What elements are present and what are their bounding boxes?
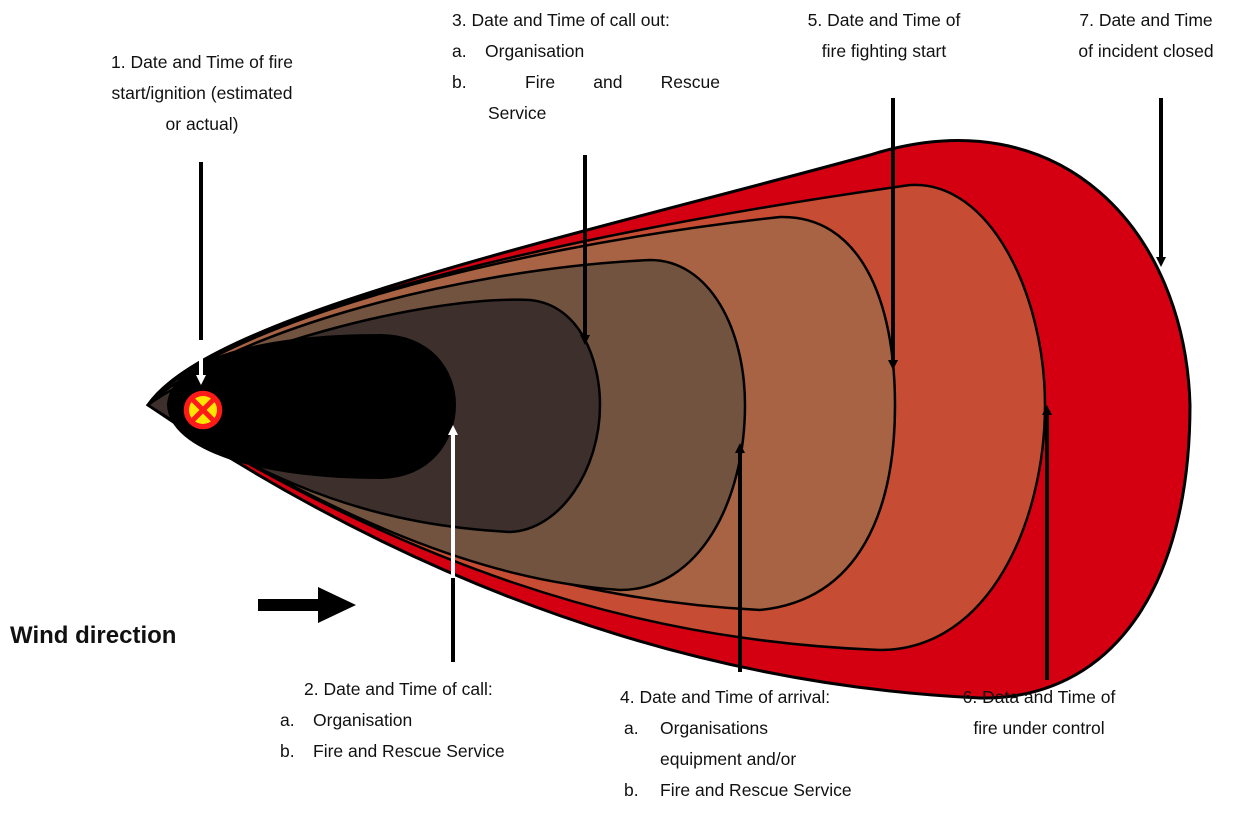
label-call: 2. Date and Time of call: a. Organisatio…	[280, 674, 580, 767]
wind-direction-label: Wind direction	[10, 622, 176, 650]
label-fire-under-control: 6. Data and Time of fire under control	[925, 682, 1153, 744]
label-arrival-item-a: a. Organisations	[624, 713, 914, 744]
list-marker: a.	[624, 713, 660, 744]
label-line: fire fighting start	[770, 36, 998, 67]
list-text-word: and	[593, 67, 622, 98]
label-arrival-item-b: b. Fire and Rescue Service	[624, 775, 914, 806]
label-ignition-line: or actual)	[72, 109, 332, 140]
list-text-continuation: Service	[452, 98, 732, 129]
list-marker: a.	[280, 705, 313, 736]
list-marker: a.	[452, 36, 485, 67]
label-call-item-a: a. Organisation	[280, 705, 580, 736]
label-ignition: 1. Date and Time of fire start/ignition …	[72, 47, 332, 140]
list-text: Fire and Rescue Service	[313, 736, 505, 767]
label-incident-closed: 7. Date and Time of incident closed	[1052, 5, 1240, 67]
wind-arrow-icon	[258, 587, 356, 623]
label-line: of incident closed	[1052, 36, 1240, 67]
list-marker: b.	[280, 736, 313, 767]
list-text-continuation: equipment and/or	[624, 744, 914, 775]
list-text: Organisation	[485, 36, 584, 67]
label-call-out: 3. Date and Time of call out: a. Organis…	[452, 5, 732, 129]
label-ignition-line: 1. Date and Time of fire	[72, 47, 332, 78]
list-marker: b.	[452, 67, 487, 98]
label-call-out-item-a: a. Organisation	[452, 36, 732, 67]
label-line: 6. Data and Time of	[925, 682, 1153, 713]
label-call-title: 2. Date and Time of call:	[280, 674, 580, 705]
list-text: Fire and Rescue Service	[660, 775, 852, 806]
list-text: Organisation	[313, 705, 412, 736]
label-call-out-title: 3. Date and Time of call out:	[452, 5, 732, 36]
label-call-item-b: b. Fire and Rescue Service	[280, 736, 580, 767]
label-call-out-item-b: b. Fire and Rescue	[452, 67, 720, 98]
label-line: fire under control	[925, 713, 1153, 744]
list-marker: b.	[624, 775, 660, 806]
list-text: Organisations	[660, 713, 768, 744]
list-text-word: Rescue	[661, 67, 720, 98]
label-arrival-title: 4. Date and Time of arrival:	[620, 682, 914, 713]
list-text-word: Fire	[525, 67, 555, 98]
label-line: 5. Date and Time of	[770, 5, 998, 36]
ignition-point-icon	[183, 390, 223, 430]
label-line: 7. Date and Time	[1052, 5, 1240, 36]
label-ignition-line: start/ignition (estimated	[72, 78, 332, 109]
label-arrival: 4. Date and Time of arrival: a. Organisa…	[624, 682, 914, 806]
label-fire-fighting-start: 5. Date and Time of fire fighting start	[770, 5, 998, 67]
